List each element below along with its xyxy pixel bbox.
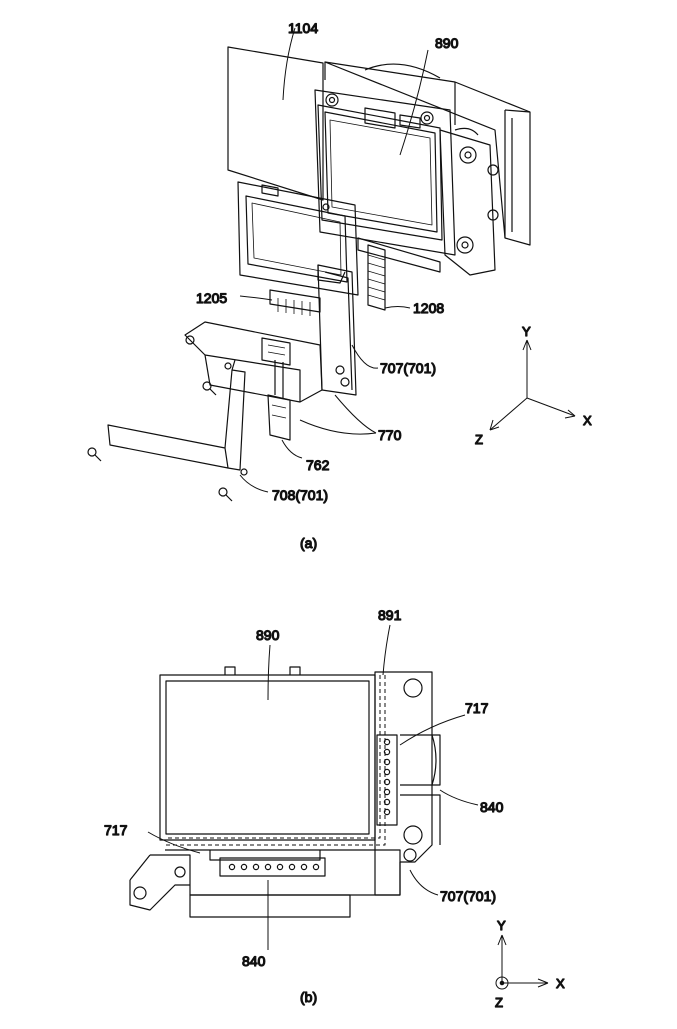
- label-b-890: 890: [256, 627, 280, 643]
- axes-b: [495, 934, 549, 990]
- label-a-707: 707(701): [380, 360, 436, 376]
- flex-board-707: [317, 264, 357, 396]
- label-a-1205: 1205: [196, 290, 227, 306]
- leader-lines-a: [239, 27, 429, 493]
- flex-cable-708: [107, 359, 248, 476]
- screws: [87, 381, 233, 502]
- label-a-1104: 1104: [288, 20, 318, 36]
- axis-a-z: Z: [475, 432, 483, 447]
- label-b-717-left: 717: [104, 822, 128, 838]
- label-b-891: 891: [378, 607, 402, 623]
- caption-a: (a): [300, 535, 317, 551]
- label-a-770: 770: [378, 427, 402, 443]
- middle-board: [237, 181, 359, 296]
- axis-b-x: X: [556, 976, 565, 991]
- axis-b-z: Z: [495, 995, 503, 1010]
- figure-a-drawing: 1104 890 1205 1208 707(701) 770 762 708(…: [87, 19, 593, 552]
- dashed-outline-891: [165, 675, 386, 846]
- label-a-890: 890: [435, 35, 459, 51]
- lower-board-b: [129, 849, 401, 918]
- label-b-707: 707(701): [440, 888, 496, 904]
- label-a-1208: 1208: [413, 300, 444, 316]
- figure-b-drawing: 890 891 717 840 717 707(701) 840 Y X Z (…: [103, 606, 565, 1010]
- rear-housing: [324, 61, 531, 246]
- label-a-762: 762: [306, 457, 330, 473]
- axes-a: [489, 339, 576, 431]
- connector-840-bottom: [219, 857, 326, 877]
- leader-lines-b: [147, 624, 479, 950]
- sheet-1104: [227, 46, 324, 201]
- axis-a-x: X: [583, 413, 592, 428]
- frame-plate: [184, 321, 323, 403]
- connector-762: [261, 337, 291, 441]
- connector-1205: [269, 289, 321, 316]
- connector-1208: [357, 237, 441, 311]
- display-890-b: [159, 666, 376, 841]
- label-a-708: 708(701): [272, 487, 328, 503]
- right-bracket: [439, 127, 499, 276]
- label-b-840-right: 840: [480, 799, 504, 815]
- display-890: [314, 89, 456, 256]
- axis-b-y: Y: [497, 918, 506, 933]
- connector-840-right: [376, 734, 398, 826]
- label-b-840-bottom: 840: [242, 953, 266, 969]
- caption-b: (b): [300, 989, 317, 1005]
- label-b-717-right: 717: [465, 700, 489, 716]
- axis-a-y: Y: [522, 324, 531, 339]
